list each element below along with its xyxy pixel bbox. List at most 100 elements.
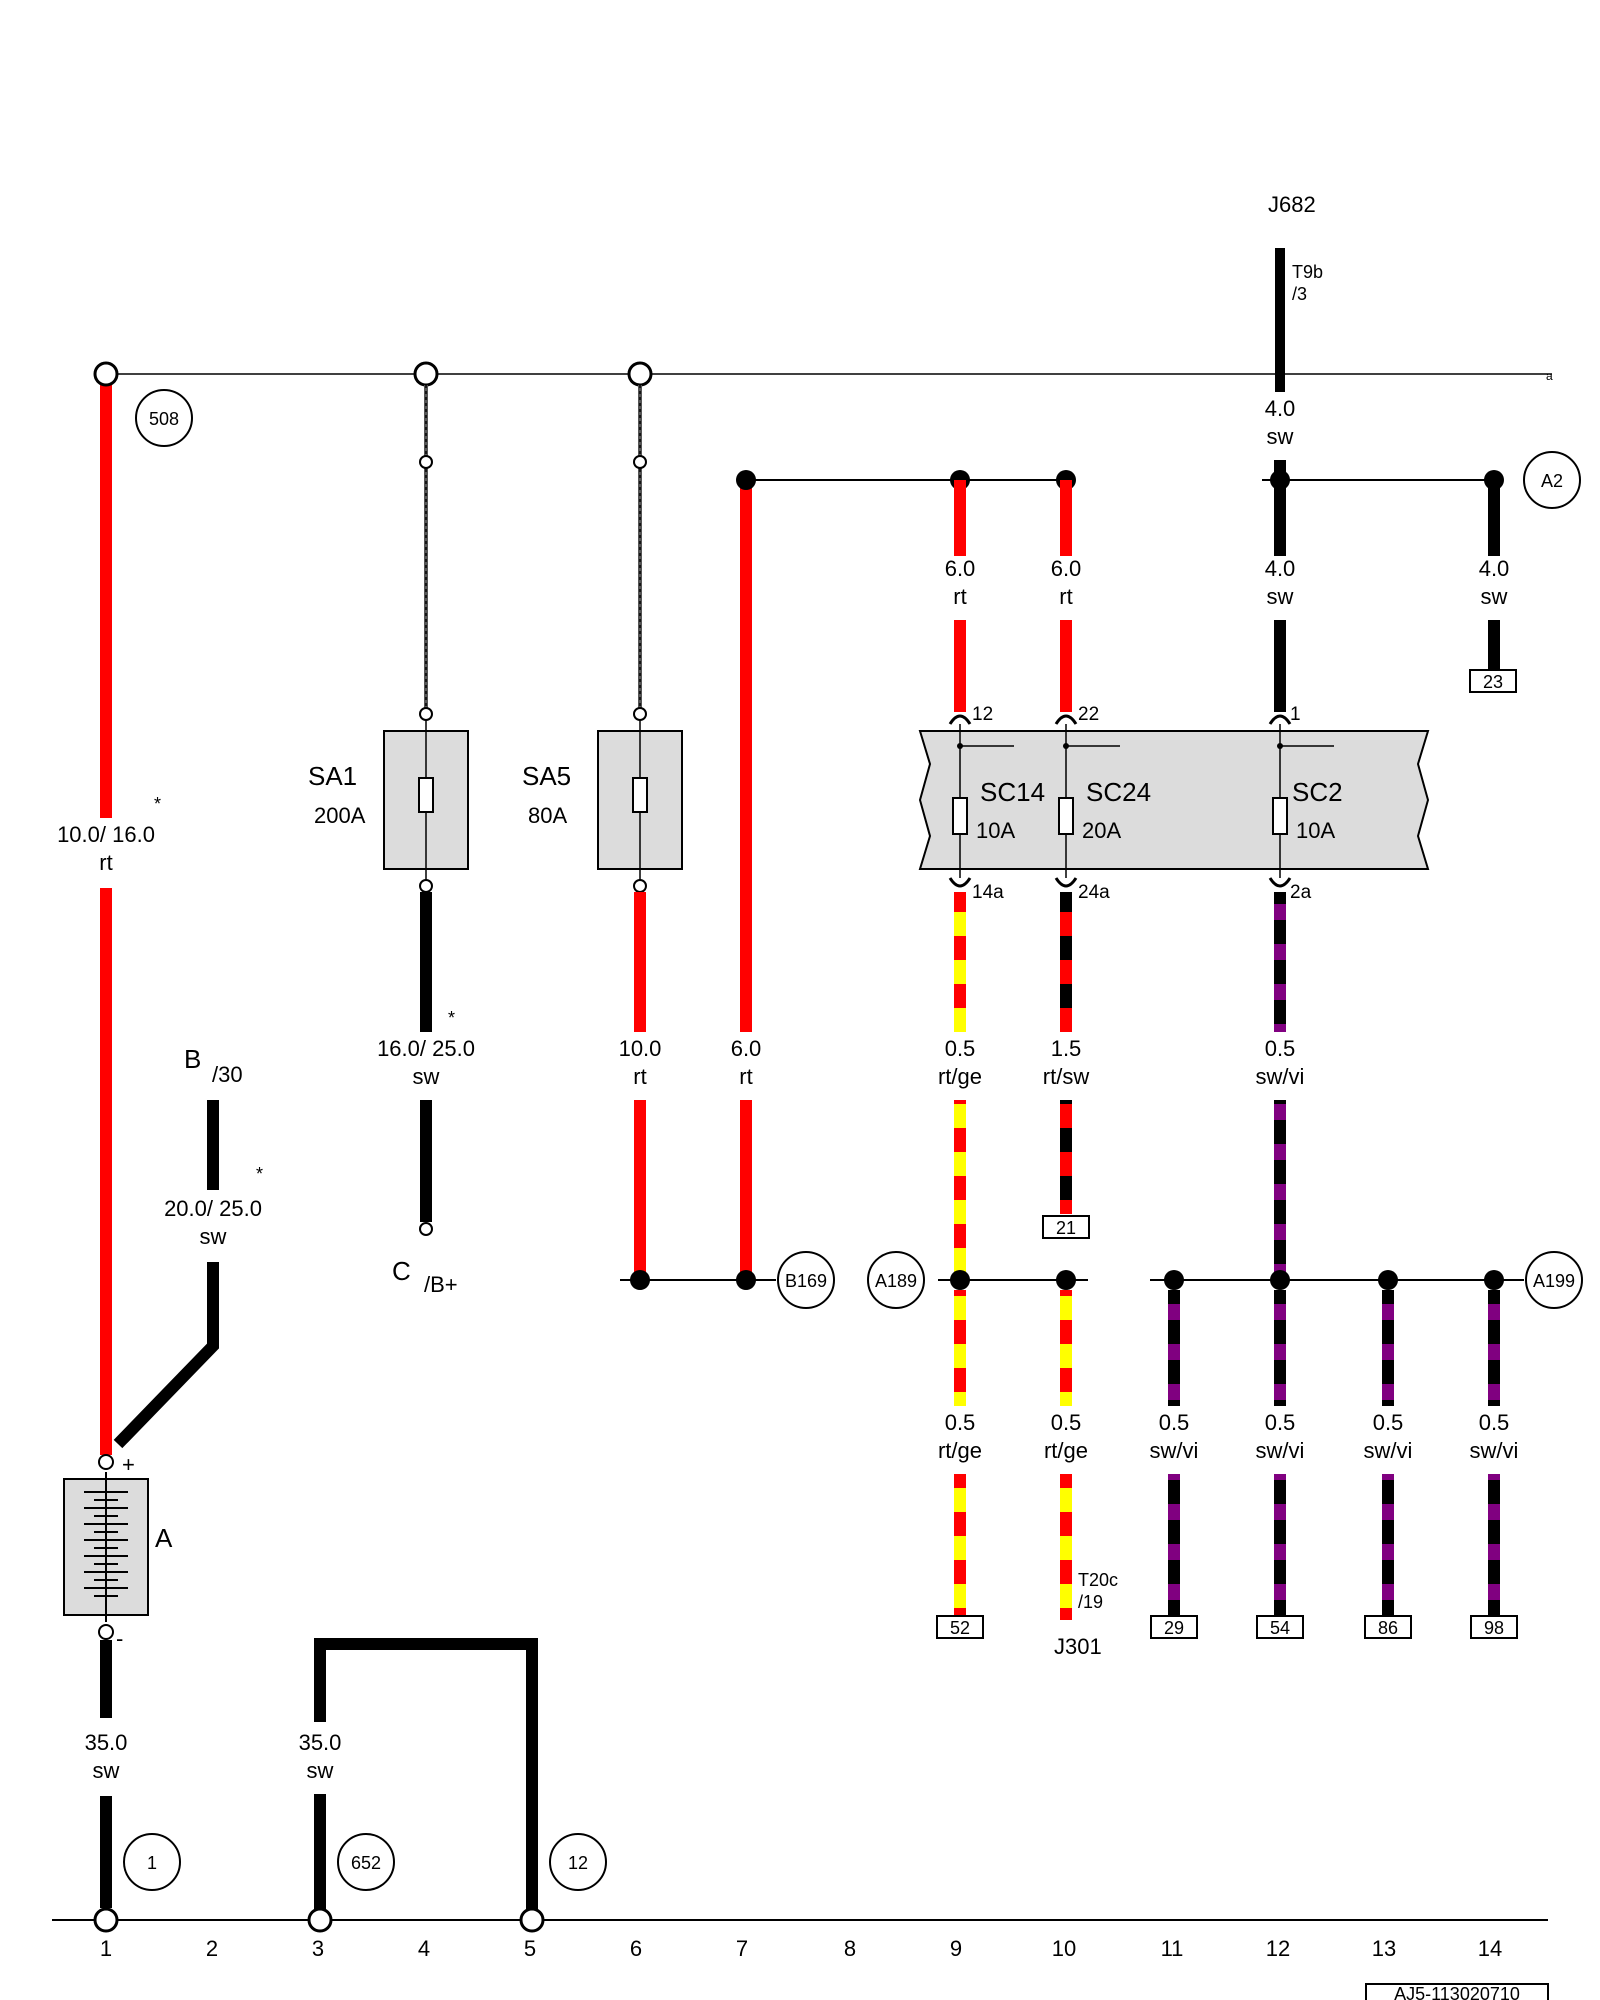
wire-note-asterisk: *	[448, 1008, 455, 1028]
j682-name: J682	[1268, 192, 1316, 217]
reference-circle: 508	[135, 389, 193, 447]
splice-node	[413, 361, 439, 387]
svg-text:A2: A2	[1541, 471, 1563, 491]
svg-text:54: 54	[1270, 1618, 1290, 1638]
sc24-column: 6.0 rt 22 SC24 20A 24a	[1051, 480, 1151, 903]
wire-size-label: 4.0	[1265, 556, 1296, 581]
column-number: 9	[950, 1936, 962, 1961]
reference-circle: A2	[1523, 451, 1581, 509]
column-number: 5	[524, 1936, 536, 1961]
battery-plus-terminal	[98, 1454, 114, 1470]
ground-point	[519, 1907, 545, 1933]
j301-pin-sub: /19	[1078, 1592, 1103, 1612]
continuation-box: 86	[1364, 1615, 1412, 1639]
edge-marker-a: a	[1546, 369, 1553, 383]
splice-node	[1270, 1270, 1290, 1290]
top-bus: a	[106, 369, 1553, 383]
a189-bus	[938, 1270, 1088, 1290]
splice-node	[1484, 1270, 1504, 1290]
fuse-icon	[1272, 797, 1288, 835]
sc24-pin-out: 24a	[1078, 882, 1110, 903]
wire-size-label: 6.0	[731, 1036, 762, 1061]
wire-color-label: sw/vi	[1256, 1064, 1305, 1089]
wire-size-label: 35.0	[85, 1730, 128, 1755]
wire-size-label: 10.0	[619, 1036, 662, 1061]
wire-size-label: 6.0	[1051, 556, 1082, 581]
a199-bus	[1150, 1270, 1524, 1290]
column-numbers: 1 2 3 4 5 6 7 8 9 10 11 12 13 14	[100, 1936, 1502, 1961]
sc14-column: 6.0 rt 12 SC14 10A 14a	[945, 480, 1045, 903]
splice-node	[630, 1270, 650, 1290]
sc2-pin-out: 2a	[1290, 882, 1312, 903]
continuation-box: 54	[1256, 1615, 1304, 1639]
wire-color-label: sw	[1267, 584, 1294, 609]
column-number: 8	[844, 1936, 856, 1961]
battery-minus-terminal	[98, 1624, 114, 1640]
sa5-name: SA5	[522, 761, 571, 791]
splice-node	[1056, 1270, 1076, 1290]
wire-color-label: rt	[99, 850, 112, 875]
column-number: 3	[312, 1936, 324, 1961]
svg-text:B169: B169	[785, 1271, 827, 1291]
sa1-column: SA1 200A 16.0/ 25.0 * sw C /B+	[308, 361, 475, 1297]
wire-size-label: 4.0	[1479, 556, 1510, 581]
wire-color-label: rt	[1059, 584, 1072, 609]
battery-name: A	[155, 1523, 173, 1553]
battery-minus-label: -	[116, 1626, 123, 1651]
splice-node	[950, 1270, 970, 1290]
wire-size-label: 0.5	[1159, 1410, 1190, 1435]
svg-text:98: 98	[1484, 1618, 1504, 1638]
wire-size-label: 35.0	[299, 1730, 342, 1755]
ground-point	[93, 1907, 119, 1933]
wire-color-label: sw/vi	[1256, 1438, 1305, 1463]
sc2-rating: 10A	[1296, 818, 1335, 843]
sa1-name: SA1	[308, 761, 357, 791]
svg-text:1: 1	[147, 1853, 157, 1873]
battery-plus-label: +	[122, 1452, 135, 1477]
wire-color-label: sw	[307, 1758, 334, 1783]
continuation-boxes: 23 21 52 29 54 86 98	[936, 669, 1518, 1639]
wire-color-label: rt/ge	[1044, 1438, 1088, 1463]
sc-fuse-panel	[918, 730, 1430, 870]
sc14-pin-out: 14a	[972, 882, 1004, 903]
wire-size-label: 0.5	[1051, 1410, 1082, 1435]
splice-node	[736, 1270, 756, 1290]
wire-color-label: rt	[953, 584, 966, 609]
col7-feed: 6.0 rt	[620, 470, 1076, 1290]
sc24-rating: 20A	[1082, 818, 1121, 843]
connector-icon	[1054, 714, 1078, 725]
sc2-pin-in: 1	[1290, 704, 1301, 725]
sc24-name: SC24	[1086, 777, 1151, 807]
svg-text:86: 86	[1378, 1618, 1398, 1638]
wire-color-label: sw	[1481, 584, 1508, 609]
column-number: 7	[736, 1936, 748, 1961]
wire-color-label: sw	[1267, 424, 1294, 449]
column-number: 10	[1052, 1936, 1076, 1961]
continuation-box: 23	[1469, 669, 1517, 693]
wire-color-label: rt/ge	[938, 1064, 982, 1089]
continuation-box: 52	[936, 1615, 984, 1639]
fuse-icon	[632, 777, 648, 813]
reference-circle: 652	[337, 1833, 395, 1891]
splice-node	[93, 361, 119, 387]
reference-circles: 508 A2 B169 A189 A199 1 652 12	[123, 389, 1583, 1891]
svg-text:12: 12	[568, 1853, 588, 1873]
wire-size-label: 6.0	[945, 556, 976, 581]
j301-name: J301	[1054, 1634, 1102, 1659]
reference-circle: A199	[1525, 1251, 1583, 1309]
wire-color-label: sw	[413, 1064, 440, 1089]
wire-size-label: 0.5	[1265, 1036, 1296, 1061]
connector-icon	[948, 877, 972, 888]
svg-text:29: 29	[1164, 1618, 1184, 1638]
splice-node	[1270, 470, 1290, 490]
wire-size-label: 10.0/ 16.0	[57, 822, 155, 847]
drawing-id-box: AJ5-113020710	[1365, 1983, 1549, 2000]
battery-cells	[84, 1491, 128, 1597]
wire-size-label: 20.0/ 25.0	[164, 1196, 262, 1221]
continuation-box: 98	[1470, 1615, 1518, 1639]
splice-node	[1164, 1270, 1184, 1290]
j682-pin: T9b	[1292, 262, 1323, 282]
wire-size-label: 0.5	[945, 1410, 976, 1435]
column-number: 11	[1161, 1936, 1184, 1961]
